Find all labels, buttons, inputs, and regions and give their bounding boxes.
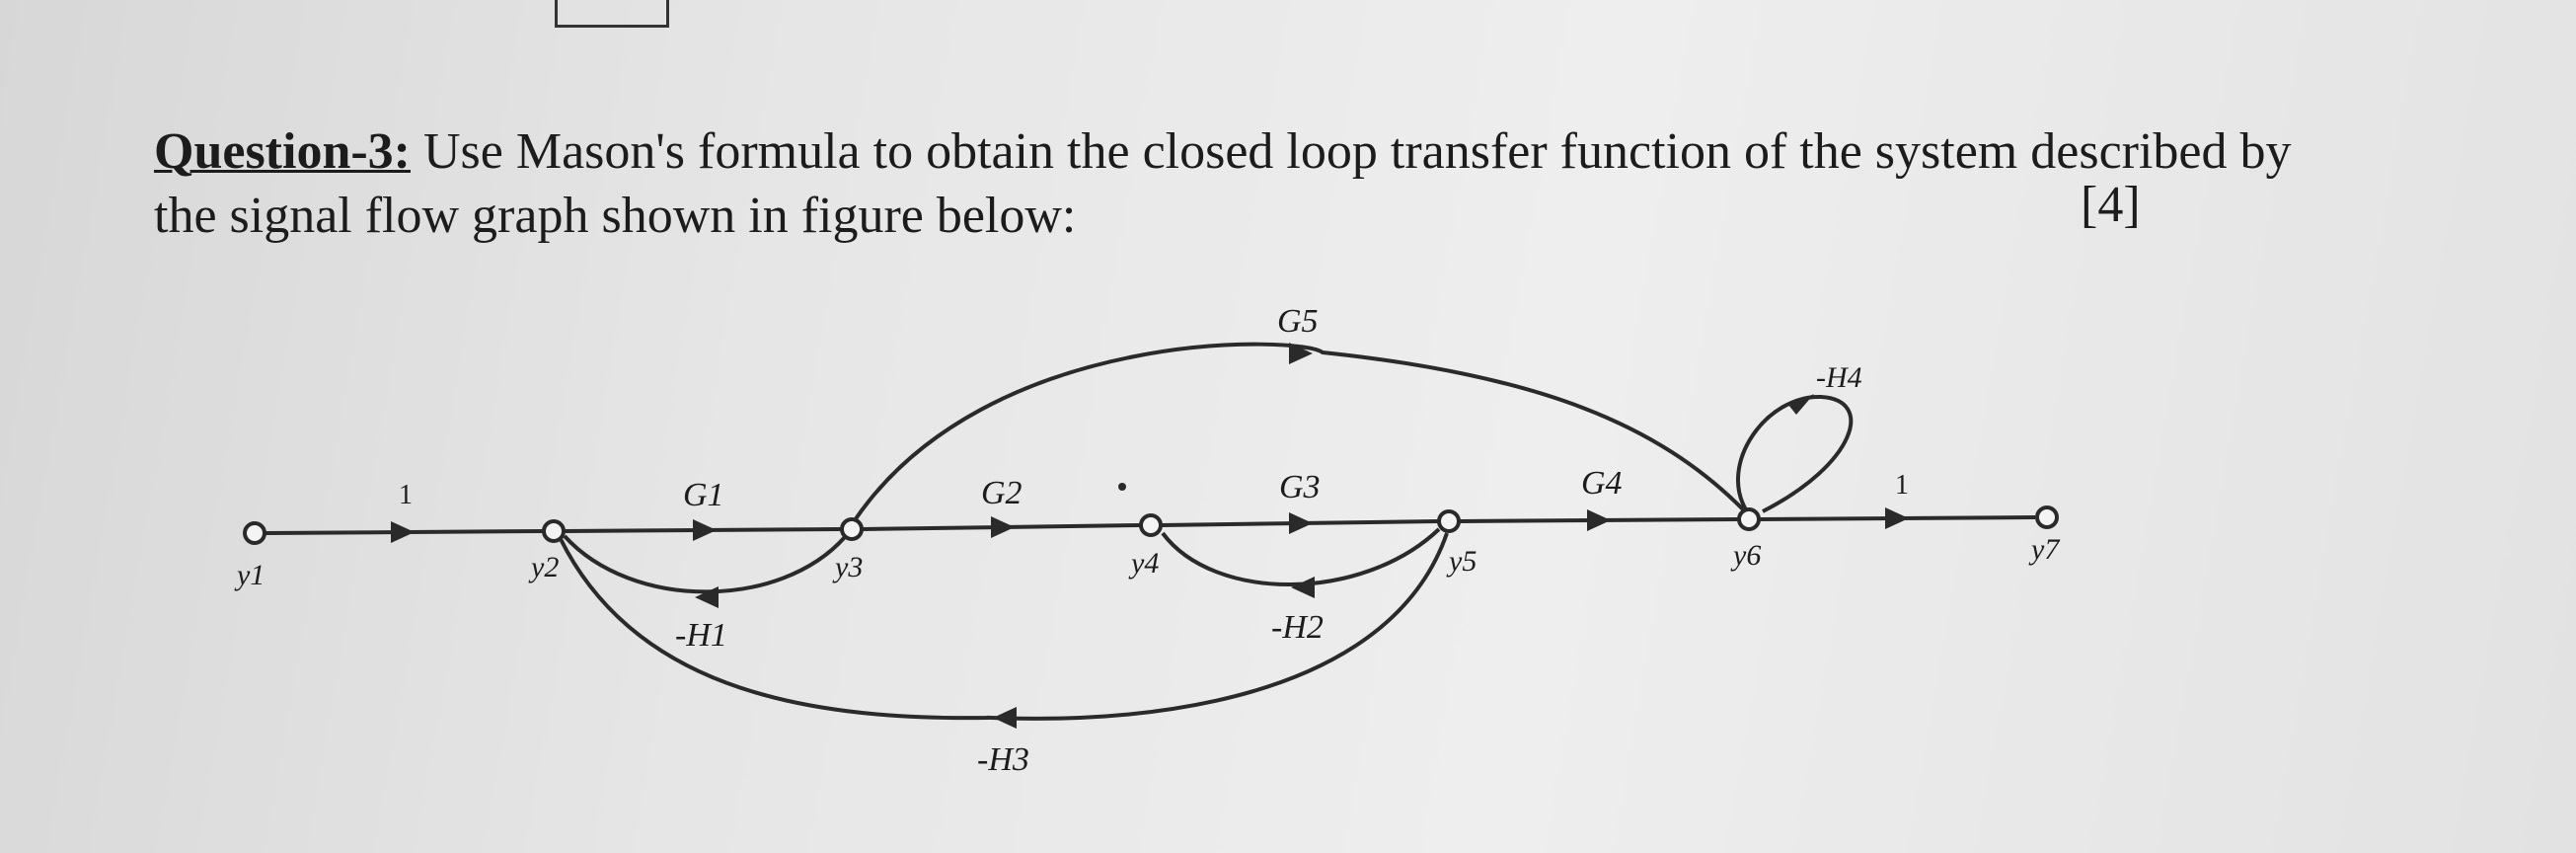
gain-1-last: 1 xyxy=(1895,470,1909,501)
node-y6 xyxy=(1737,507,1761,531)
label-node-y4: y4 xyxy=(1128,547,1159,580)
arrow-y4-y5 xyxy=(1289,512,1313,534)
gain-g4: G4 xyxy=(1581,465,1623,502)
node-y1 xyxy=(243,521,266,545)
gain-h1: -H1 xyxy=(675,617,727,654)
gain-1-first: 1 xyxy=(399,480,413,510)
label-node-y1: y1 xyxy=(234,559,265,591)
arrow-y1-y2 xyxy=(391,521,415,543)
arrow-y5-y6 xyxy=(1587,509,1611,531)
arrow-h4 xyxy=(1788,394,1814,415)
node-y2 xyxy=(542,519,566,543)
arrow-y2-y3 xyxy=(693,519,717,541)
gain-g1: G1 xyxy=(683,477,724,513)
question-line-2: the signal flow graph shown in figure be… xyxy=(154,188,1077,244)
gain-h2: -H2 xyxy=(1271,609,1324,646)
arrow-g5 xyxy=(1289,343,1313,364)
arrow-h2 xyxy=(1291,577,1315,598)
gain-g3: G3 xyxy=(1279,469,1321,505)
answer-box xyxy=(555,0,669,28)
gain-h3: -H3 xyxy=(977,741,1029,778)
label-node-y3: y3 xyxy=(832,551,863,583)
arrow-y3-y4 xyxy=(991,516,1015,538)
question-line-1: Question-3: Use Mason's formula to obtai… xyxy=(154,126,2292,178)
branch-y5-y2-h3 xyxy=(559,532,1449,721)
question-label: Question-3: xyxy=(154,123,411,180)
branch-y3-y6-g5 xyxy=(853,342,1745,522)
node-y7 xyxy=(2035,505,2059,529)
node-y4 xyxy=(1139,513,1163,537)
stray-dot xyxy=(1118,483,1126,491)
gain-g5: G5 xyxy=(1277,303,1319,340)
gain-g2: G2 xyxy=(981,475,1023,511)
gain-h4: -H4 xyxy=(1816,361,1862,394)
branch-y3-y2-h1 xyxy=(563,534,847,594)
node-y3 xyxy=(840,517,864,541)
question-text-1: Use Mason's formula to obtain the closed… xyxy=(411,123,2292,180)
arrow-y6-y7 xyxy=(1885,507,1909,529)
arrow-h3 xyxy=(993,707,1017,729)
label-node-y7: y7 xyxy=(2028,533,2061,566)
label-node-y2: y2 xyxy=(528,551,559,583)
label-node-y5: y5 xyxy=(1446,545,1477,578)
self-loop-h4 xyxy=(1736,394,1854,513)
branch-y5-y4-h2 xyxy=(1161,527,1441,586)
label-node-y6: y6 xyxy=(1730,539,1761,572)
arrow-h1 xyxy=(695,586,719,608)
question-marks: [4] xyxy=(2081,177,2141,233)
node-y5 xyxy=(1437,509,1461,533)
